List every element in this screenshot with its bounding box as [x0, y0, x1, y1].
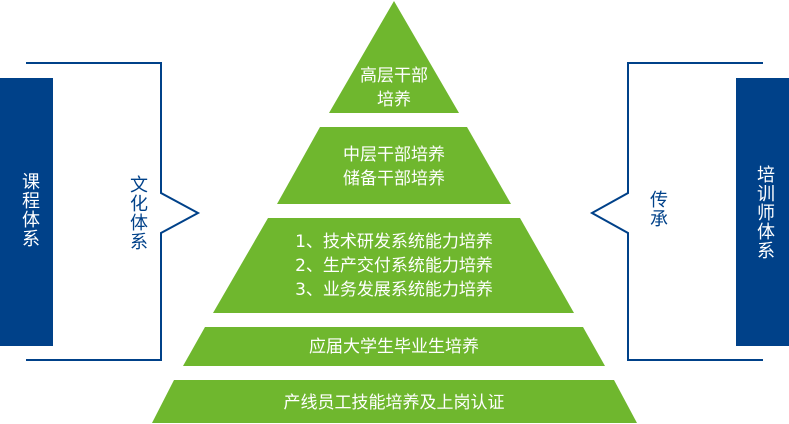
left-bracket — [26, 62, 201, 361]
pyramid-level-1 — [329, 1, 459, 113]
pyramid-level-5 — [152, 380, 637, 423]
right-bracket — [589, 62, 763, 361]
level-3-text: 1、技术研发系统能力培养 2、生产交付系统能力培养 3、业务发展系统能力培养 — [295, 230, 493, 302]
level-1-line-2: 培养 — [377, 90, 411, 110]
left-bracket-label: 文化体系 — [127, 175, 148, 251]
right-box — [736, 78, 789, 346]
level-3-line-3: 3、业务发展系统能力培养 — [295, 280, 493, 300]
level-5-text: 产线员工技能培养及上岗认证 — [283, 393, 505, 413]
level-2-line-1: 中层干部培养 — [343, 145, 445, 165]
level-4-text: 应届大学生毕业生培养 — [309, 337, 479, 357]
level-1-text: 高层干部 培养 — [360, 64, 428, 112]
level-2-text: 中层干部培养 储备干部培养 — [343, 143, 445, 191]
level-1-line-1: 高层干部 — [360, 66, 428, 86]
right-bracket-label: 传承 — [647, 190, 668, 228]
level-2-line-2: 储备干部培养 — [343, 169, 445, 189]
pyramid-level-2 — [277, 127, 511, 204]
level-3-line-2: 2、生产交付系统能力培养 — [295, 256, 493, 276]
level-3-line-1: 1、技术研发系统能力培养 — [295, 232, 493, 252]
left-box-label: 课程体系 — [19, 172, 40, 248]
left-box — [0, 78, 53, 346]
right-box-label: 培训师体系 — [754, 165, 775, 260]
pyramid-level-4 — [183, 327, 605, 366]
pyramid-level-3 — [213, 218, 574, 313]
